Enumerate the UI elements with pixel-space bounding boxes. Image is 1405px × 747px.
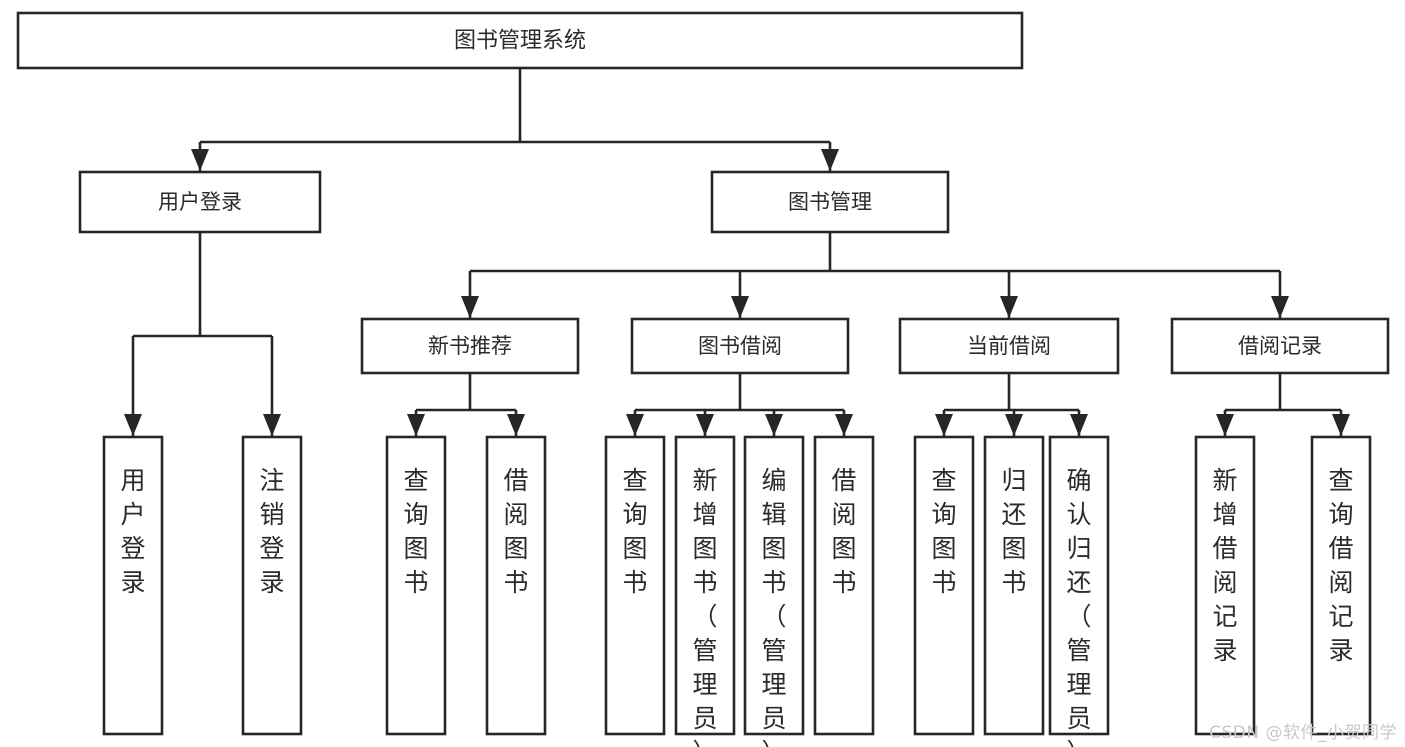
node-box-leaf-11[interactable] [1048, 435, 1110, 736]
node-box-new-book-rec[interactable] [360, 317, 580, 375]
arrow-head-icon [1005, 414, 1023, 436]
arrow-head-icon [263, 414, 281, 436]
arrow-head-icon [626, 414, 644, 436]
arrow-head-icon [407, 414, 425, 436]
node-label-leaf-6: 新增图书（管理员） [692, 466, 717, 747]
node-box-leaf-3[interactable] [385, 435, 447, 736]
arrow-head-icon [1271, 296, 1289, 318]
node-label-book-borrow: 图书借阅 [698, 334, 782, 358]
arrow-head-icon [1216, 414, 1234, 436]
node-label-leaf-11: 确认归还（管理员） [1066, 466, 1091, 747]
node-box-leaf-4[interactable] [485, 435, 547, 736]
connector-edges-layer [124, 68, 1350, 436]
node-box-leaf-6[interactable] [674, 435, 736, 736]
arrow-head-icon [696, 414, 714, 436]
node-box-current-borrow[interactable] [898, 317, 1120, 375]
node-box-leaf-12[interactable] [1194, 435, 1256, 736]
node-label-borrow-record: 借阅记录 [1238, 334, 1322, 358]
node-label-leaf-8: 借阅图书 [831, 466, 856, 597]
node-label-leaf-9: 查询图书 [931, 466, 956, 597]
node-label-leaf-4: 借阅图书 [503, 466, 528, 597]
arrow-head-icon [1332, 414, 1350, 436]
node-boxes-layer: 图书管理系统用户登录图书管理新书推荐图书借阅当前借阅借阅记录用户登录注销登录查询… [16, 11, 1390, 747]
node-box-borrow-record[interactable] [1170, 317, 1390, 375]
node-label-new-book-rec: 新书推荐 [428, 334, 512, 358]
node-box-root[interactable] [16, 11, 1024, 70]
node-box-leaf-7[interactable] [743, 435, 805, 736]
node-box-user-login[interactable] [78, 170, 322, 234]
arrow-head-icon [1070, 414, 1088, 436]
node-box-leaf-5[interactable] [604, 435, 666, 736]
node-box-leaf-8[interactable] [813, 435, 875, 736]
node-label-book-mgmt: 图书管理 [788, 190, 872, 214]
node-label-user-login: 用户登录 [158, 190, 242, 214]
node-label-leaf-10: 归还图书 [1001, 466, 1026, 597]
arrow-head-icon [731, 296, 749, 318]
node-box-book-borrow[interactable] [630, 317, 850, 375]
arrow-head-icon [821, 149, 839, 171]
arrow-head-icon [765, 414, 783, 436]
arrow-head-icon [191, 149, 209, 171]
node-box-book-mgmt[interactable] [710, 170, 950, 234]
arrow-head-icon [461, 296, 479, 318]
node-box-leaf-9[interactable] [913, 435, 975, 736]
node-label-leaf-5: 查询图书 [622, 466, 647, 597]
node-box-leaf-13[interactable] [1310, 435, 1372, 736]
node-box-leaf-10[interactable] [983, 435, 1045, 736]
node-label-leaf-3: 查询图书 [403, 466, 428, 597]
node-label-leaf-2: 注销登录 [259, 466, 284, 597]
arrow-head-icon [935, 414, 953, 436]
arrow-head-icon [507, 414, 525, 436]
arrow-head-icon [835, 414, 853, 436]
node-box-leaf-1[interactable] [102, 435, 164, 736]
arrow-head-icon [124, 414, 142, 436]
node-box-leaf-2[interactable] [241, 435, 303, 736]
arrow-head-icon [1000, 296, 1018, 318]
node-label-leaf-12: 新增借阅记录 [1212, 466, 1237, 665]
node-label-root: 图书管理系统 [454, 29, 586, 54]
node-label-leaf-13: 查询借阅记录 [1328, 466, 1353, 665]
node-label-leaf-7: 编辑图书（管理员） [761, 466, 786, 747]
csdn-watermark: CSDN @软件_小贺同学 [1209, 723, 1397, 743]
node-label-current-borrow: 当前借阅 [967, 334, 1051, 358]
node-label-leaf-1: 用户登录 [120, 466, 145, 597]
